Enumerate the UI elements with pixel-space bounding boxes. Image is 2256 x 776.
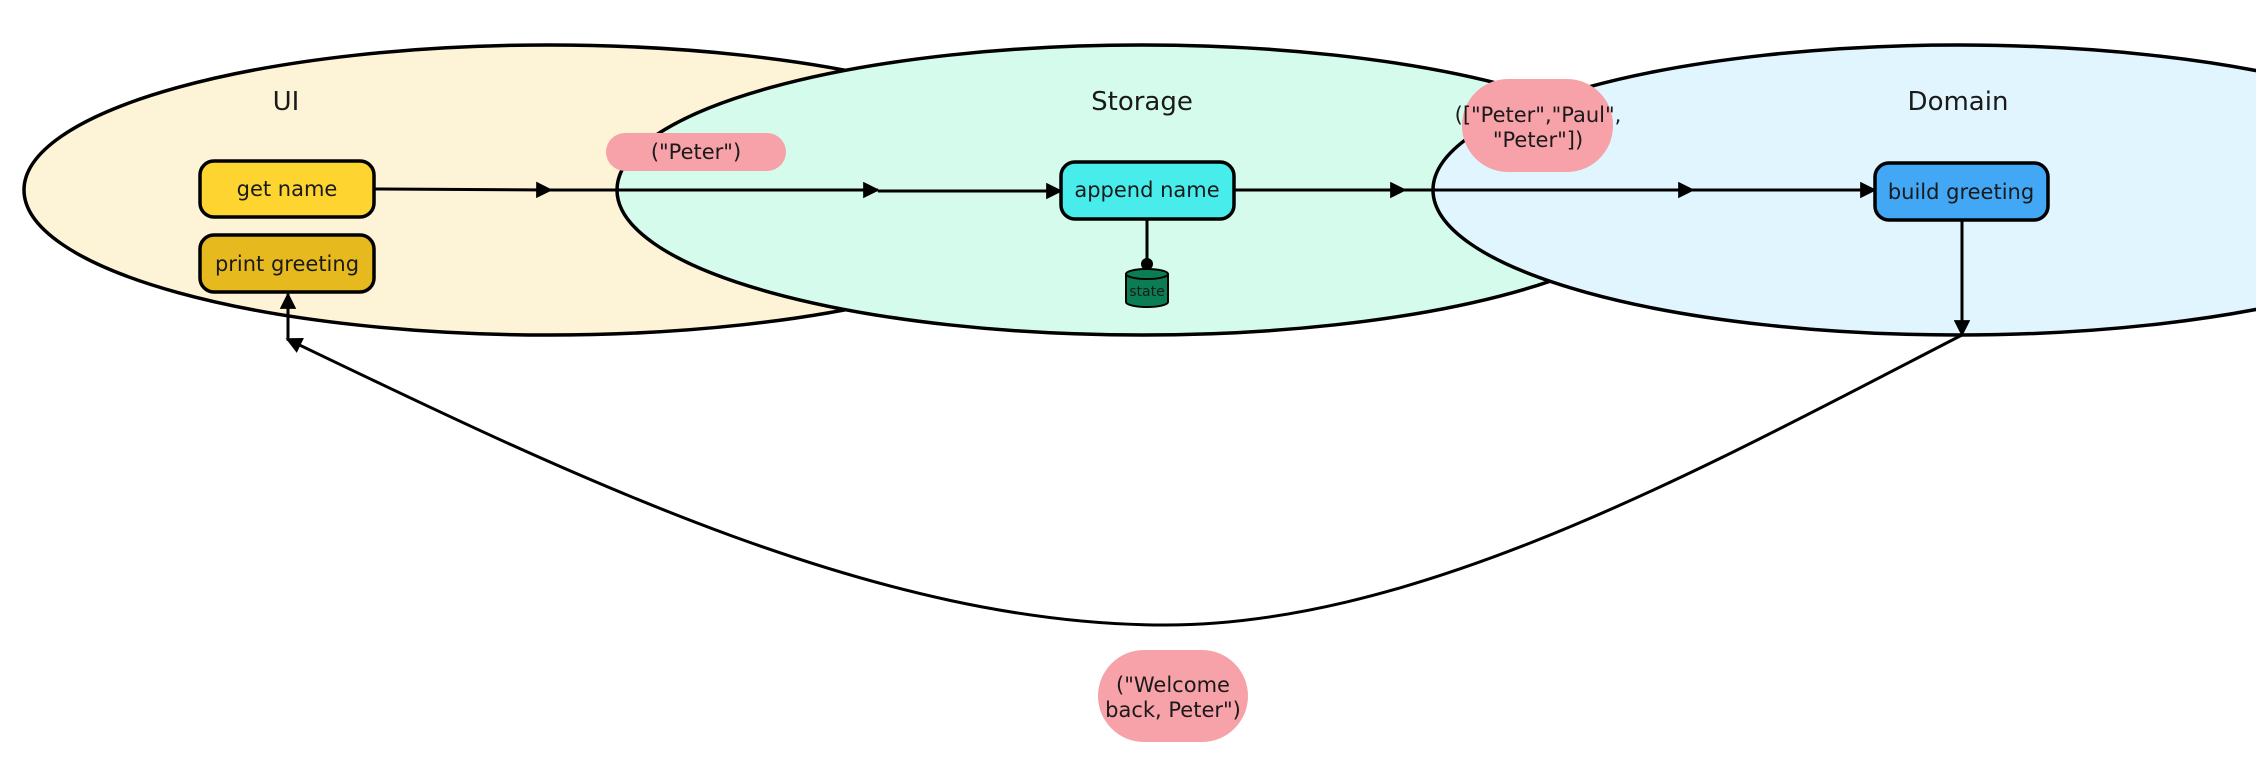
append-name-node[interactable]: append name (1059, 160, 1236, 221)
message-pill-peter: ("Peter") (606, 133, 786, 171)
message-names-line1: (["Peter","Paul", (1455, 103, 1622, 127)
message-peter-text: ("Peter") (651, 140, 741, 164)
get-name-label: get name (237, 177, 338, 201)
append-name-label: append name (1074, 178, 1219, 202)
print-greeting-label: print greeting (215, 252, 359, 276)
edge-domain-to-ui-return (285, 333, 1963, 627)
storage-group-title: Storage (1091, 87, 1193, 117)
edge-get-name-to-ui-boundary (373, 181, 553, 199)
state-cylinder-top (1125, 268, 1169, 280)
message-welcome-line2: back, Peter") (1105, 698, 1241, 722)
message-pill-welcome: ("Welcome back, Peter") (1098, 650, 1248, 742)
get-name-node[interactable]: get name (198, 159, 376, 219)
build-greeting-label: build greeting (1888, 180, 2034, 204)
message-names-line2: "Peter"]) (1493, 128, 1583, 152)
build-greeting-node[interactable]: build greeting (1873, 161, 2050, 222)
print-greeting-node[interactable]: print greeting (198, 233, 376, 294)
state-store[interactable]: state (1125, 268, 1169, 308)
message-welcome-line1: ("Welcome (1116, 673, 1230, 697)
ui-group-title: UI (273, 87, 300, 117)
message-pill-names-list: (["Peter","Paul", "Peter"]) (1455, 79, 1622, 172)
state-connector-dot (1141, 258, 1153, 270)
state-cylinder-body (1125, 273, 1169, 308)
state-label: state (1129, 284, 1164, 300)
domain-group-title: Domain (1908, 87, 2009, 117)
